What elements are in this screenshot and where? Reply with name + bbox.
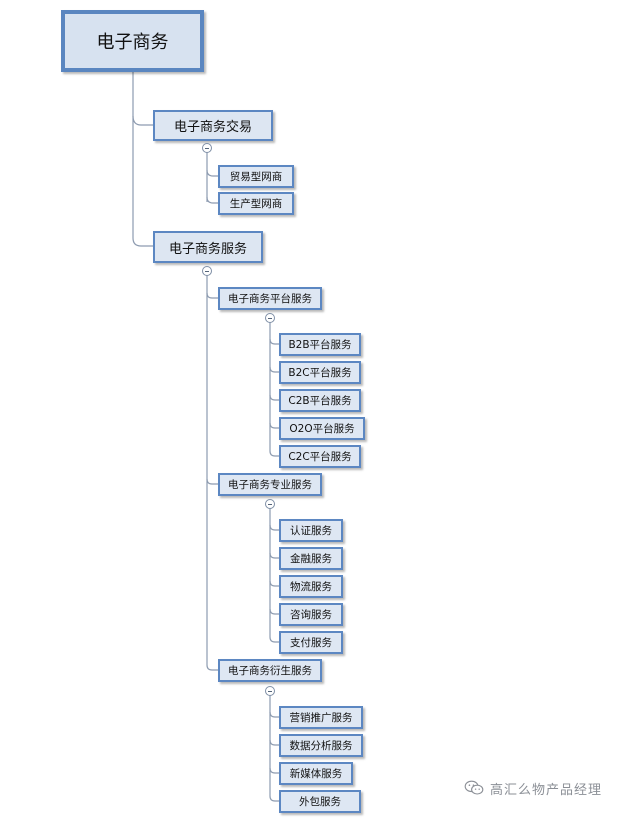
node-label: 贸易型网商	[229, 171, 283, 183]
node-label: 认证服务	[290, 525, 332, 537]
watermark: 高汇么物产品经理	[464, 774, 602, 802]
node-label: B2B平台服务	[288, 339, 352, 351]
derived-child-1[interactable]: 营销推广服务	[279, 706, 363, 729]
platform-child-2[interactable]: B2C平台服务	[279, 361, 361, 384]
collapse-icon[interactable]	[265, 499, 275, 509]
trade-child-2[interactable]: 生产型网商	[218, 192, 294, 215]
derived-child-4[interactable]: 外包服务	[279, 790, 361, 813]
platform-service-node[interactable]: 电子商务平台服务	[218, 287, 322, 310]
wechat-icon	[464, 780, 484, 795]
professional-child-5[interactable]: 支付服务	[279, 631, 343, 654]
root-node[interactable]: 电子商务	[61, 10, 204, 72]
node-label: 电子商务衍生服务	[228, 665, 312, 677]
node-label: 营销推广服务	[289, 712, 353, 724]
node-label: C2C平台服务	[288, 451, 352, 463]
node-label: 金融服务	[290, 553, 332, 565]
collapse-icon[interactable]	[265, 313, 275, 323]
node-label: 数据分析服务	[289, 740, 353, 752]
node-label: 电子商务平台服务	[228, 293, 312, 305]
root-label: 电子商务	[96, 32, 169, 53]
node-label: O2O平台服务	[289, 423, 355, 435]
collapse-icon[interactable]	[265, 686, 275, 696]
platform-child-5[interactable]: C2C平台服务	[279, 445, 361, 468]
watermark-text: 高汇么物产品经理	[490, 782, 603, 798]
collapse-icon[interactable]	[202, 266, 212, 276]
node-label: B2C平台服务	[288, 367, 352, 379]
derived-service-node[interactable]: 电子商务衍生服务	[218, 659, 322, 682]
node-label: 支付服务	[290, 637, 332, 649]
node-label: 咨询服务	[290, 609, 332, 621]
service-node[interactable]: 电子商务服务	[153, 231, 263, 263]
professional-service-node[interactable]: 电子商务专业服务	[218, 473, 322, 496]
platform-child-1[interactable]: B2B平台服务	[279, 333, 361, 356]
derived-child-3[interactable]: 新媒体服务	[279, 762, 353, 785]
professional-child-2[interactable]: 金融服务	[279, 547, 343, 570]
service-label: 电子商务服务	[168, 241, 247, 257]
professional-child-3[interactable]: 物流服务	[279, 575, 343, 598]
derived-child-2[interactable]: 数据分析服务	[279, 734, 363, 757]
node-label: 电子商务专业服务	[228, 479, 312, 491]
node-label: C2B平台服务	[288, 395, 352, 407]
professional-child-1[interactable]: 认证服务	[279, 519, 343, 542]
node-label: 生产型网商	[229, 198, 283, 210]
node-label: 物流服务	[290, 581, 332, 593]
platform-child-4[interactable]: O2O平台服务	[279, 417, 365, 440]
node-label: 新媒体服务	[289, 768, 343, 780]
trade-label: 电子商务交易	[173, 120, 252, 135]
platform-child-3[interactable]: C2B平台服务	[279, 389, 361, 412]
trade-node[interactable]: 电子商务交易	[153, 110, 273, 141]
professional-child-4[interactable]: 咨询服务	[279, 603, 343, 626]
node-label: 外包服务	[299, 796, 341, 808]
trade-child-1[interactable]: 贸易型网商	[218, 165, 294, 188]
collapse-icon[interactable]	[202, 143, 212, 153]
